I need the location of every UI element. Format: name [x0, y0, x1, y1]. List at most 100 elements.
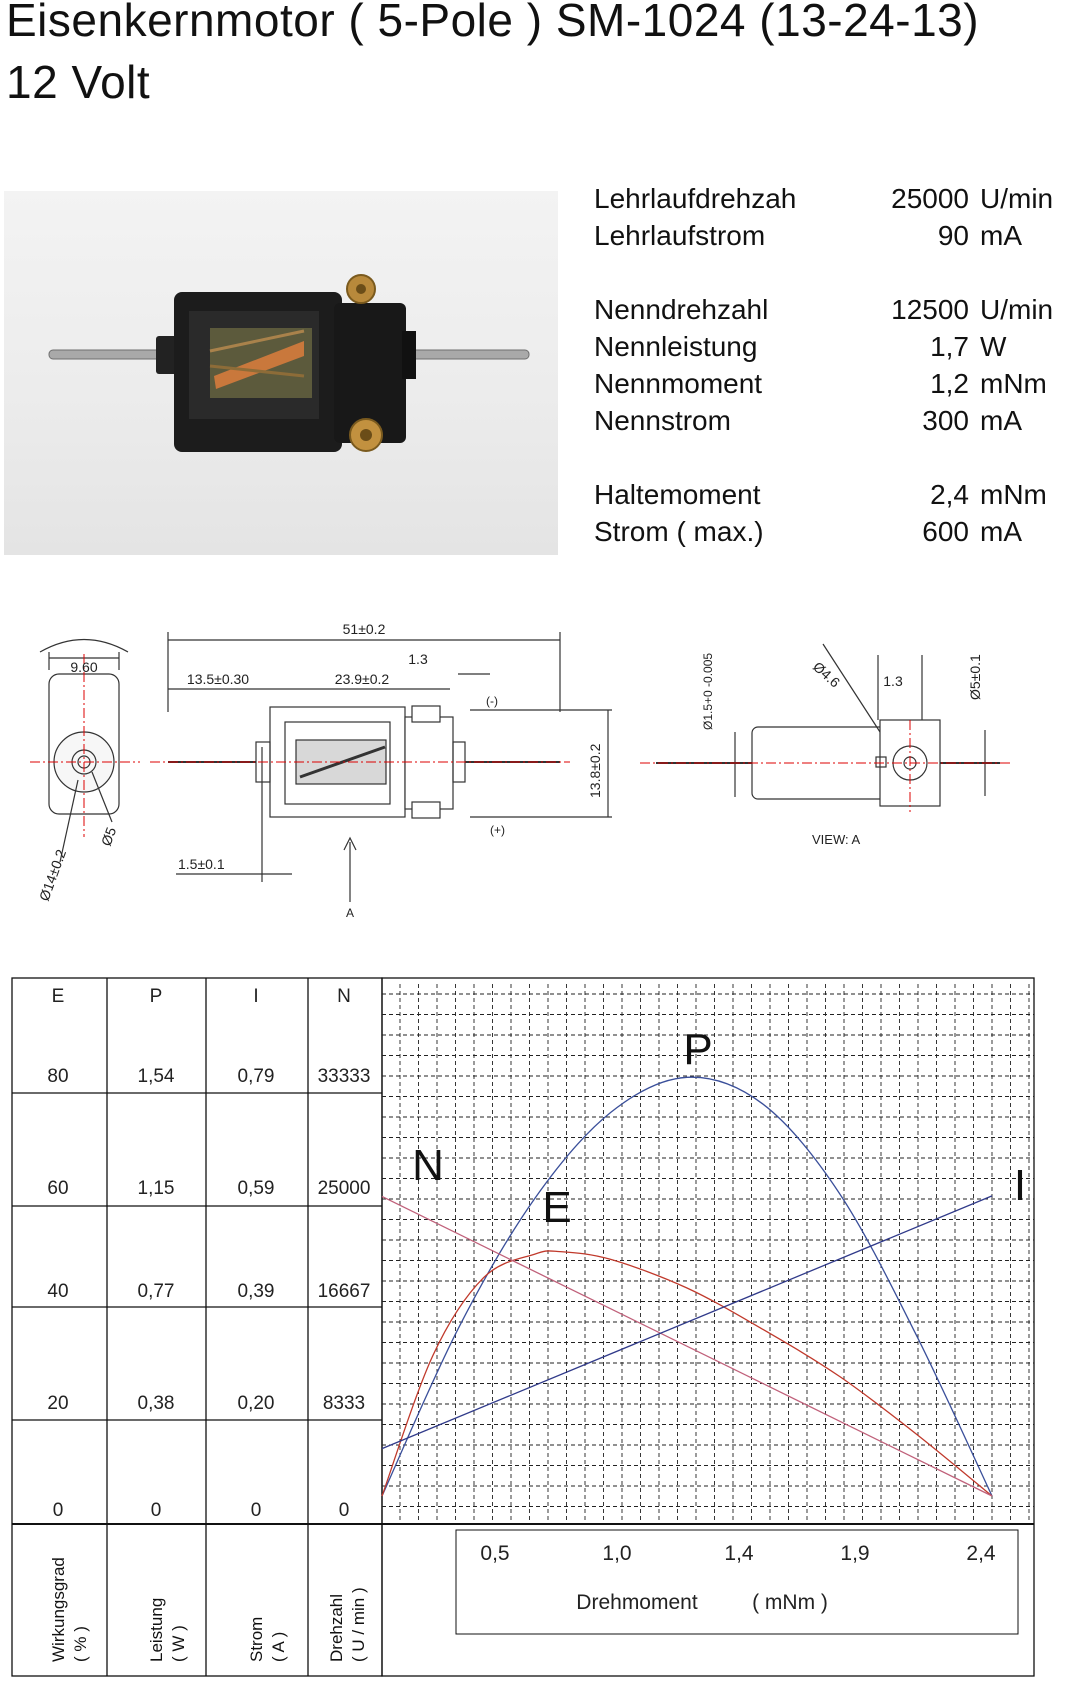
spec-unit: mNm	[980, 368, 1047, 399]
spec-row: Strom ( max.) 600 mA	[594, 516, 1074, 552]
dim-side-step: 1.3	[883, 673, 903, 689]
x-tick-label: 1,4	[724, 1542, 754, 1565]
table-cell: 0	[53, 1500, 64, 1521]
series-label-e: E	[542, 1183, 571, 1232]
spec-label: Haltemoment	[594, 479, 761, 510]
table-cell: 0	[251, 1500, 262, 1521]
footer-power-unit: ( W )	[169, 1625, 188, 1662]
table-cell: 0,20	[238, 1393, 275, 1414]
series-e-line	[381, 1250, 993, 1497]
spec-unit: U/min	[980, 294, 1054, 325]
dim-side-bearing-dia: Ø5±0.1	[967, 654, 983, 700]
table-cell: 0,77	[138, 1281, 175, 1302]
arrow-label: A	[346, 906, 354, 920]
table-cell: 60	[47, 1178, 68, 1199]
terminal-minus: (-)	[486, 694, 498, 708]
footer-speed-unit: ( U / min )	[349, 1587, 368, 1662]
spec-row: Nennstrom 300 mA	[594, 405, 1074, 441]
table-cell: 40	[47, 1281, 68, 1302]
table-cell: 25000	[318, 1178, 371, 1199]
series-i-line	[381, 1195, 993, 1450]
col-header-p: P	[150, 986, 163, 1007]
dim-side-gear-dia: Ø4.6	[810, 658, 843, 690]
table-cell: 0,39	[238, 1281, 275, 1302]
table-cell: 1,15	[138, 1178, 175, 1199]
table-cell: 0	[151, 1500, 162, 1521]
spec-label: Strom ( max.)	[594, 516, 764, 547]
spec-label: Nennstrom	[594, 405, 731, 436]
characteristic-chart: E P I N 80 1,54 0,79 33333 60 1,15 0,59 25000 40…	[0, 972, 1075, 1682]
spec-unit: mNm	[980, 479, 1047, 510]
spec-unit: mA	[980, 405, 1022, 436]
view-label: VIEW: A	[812, 832, 860, 847]
spec-row: Lehrlaufdrehzah 25000 U/min	[594, 183, 1074, 219]
footer-current-label: Strom	[247, 1617, 266, 1662]
spec-unit: mA	[980, 516, 1022, 547]
spec-value: 90	[937, 220, 969, 251]
motor-photo	[4, 191, 558, 555]
series-label-p: P	[683, 1025, 712, 1074]
spec-label: Nennmoment	[594, 368, 763, 399]
spec-value: 300	[922, 405, 969, 436]
spec-value: 600	[922, 516, 969, 547]
x-axis-unit: ( mNm )	[752, 1591, 828, 1614]
spec-value: 1,7	[930, 331, 969, 362]
x-tick-label: 2,4	[966, 1542, 996, 1565]
table-cell: 80	[47, 1066, 68, 1087]
spec-unit: U/min	[980, 183, 1054, 214]
col-header-n: N	[337, 986, 351, 1007]
footer-power-label: Leistung	[147, 1598, 166, 1662]
col-header-i: I	[253, 986, 258, 1007]
voltage-title: 12 Volt	[6, 56, 151, 108]
dim-height: 13.8±0.2	[587, 743, 603, 798]
col-header-e: E	[52, 986, 65, 1007]
page-title: Eisenkernmotor ( 5-Pole ) SM-1024 (13-24…	[6, 0, 980, 46]
dim-side-shaft-dia: Ø1.5+0 -0.005	[701, 653, 715, 730]
series-label-n: N	[412, 1141, 444, 1190]
dim-front-inner-dia: Ø5	[98, 825, 119, 848]
spec-label: Lehrlaufstrom	[594, 220, 766, 251]
footer-speed: Drehzahl ( U / min )	[327, 1587, 368, 1662]
table-cell: 0,79	[238, 1066, 275, 1087]
spec-unit: W	[980, 331, 1007, 362]
spec-label: Nenndrehzahl	[594, 294, 769, 325]
spec-unit: mA	[980, 220, 1022, 251]
spec-value: 2,4	[930, 479, 969, 510]
spec-row: Nennmoment 1,2 mNm	[594, 368, 1074, 404]
table-cell: 0,59	[238, 1178, 275, 1199]
table-cell: 16667	[318, 1281, 371, 1302]
table-cell: 1,54	[138, 1066, 175, 1087]
footer-efficiency: Wirkungsgrad ( % )	[49, 1557, 90, 1662]
spec-label: Nennleistung	[594, 331, 758, 362]
footer-efficiency-unit: ( % )	[71, 1626, 90, 1662]
x-tick-label: 0,5	[480, 1542, 509, 1565]
table-cell: 0	[339, 1500, 350, 1521]
chart-svg: E P I N 80 1,54 0,79 33333 60 1,15 0,59 25000 40…	[11, 977, 1035, 1677]
chart-grid	[382, 984, 1034, 1520]
series-n-line	[381, 1195, 993, 1497]
terminal-plus: (+)	[490, 823, 505, 837]
spec-row: Nenndrehzahl 12500 U/min	[594, 294, 1074, 330]
footer-current: Strom ( A )	[247, 1617, 288, 1662]
footer-power: Leistung ( W )	[147, 1598, 188, 1662]
technical-drawing: 9.60 Ø14±0.2 Ø5 51±0.2 13.5±0.30 23.9±0.…	[0, 612, 1075, 932]
footer-speed-label: Drehzahl	[327, 1594, 346, 1662]
footer-current-unit: ( A )	[269, 1632, 288, 1662]
spec-value: 12500	[891, 294, 969, 325]
footer-efficiency-label: Wirkungsgrad	[49, 1557, 68, 1662]
spec-value: 25000	[891, 183, 969, 214]
table-cell: 0,38	[138, 1393, 175, 1414]
table-cell: 20	[47, 1393, 68, 1414]
spec-row: Lehrlaufstrom 90 mA	[594, 220, 1074, 256]
x-tick-label: 1,9	[840, 1542, 869, 1565]
series-p-line	[381, 1076, 993, 1497]
x-axis-label: Drehmoment	[576, 1591, 698, 1614]
dim-front-width: 9.60	[70, 659, 97, 675]
table-cell: 33333	[318, 1066, 371, 1087]
series-label-i: I	[1014, 1161, 1026, 1210]
spec-label: Lehrlaufdrehzah	[594, 183, 797, 214]
spec-row: Nennleistung 1,7 W	[594, 331, 1074, 367]
spec-value: 1,2	[930, 368, 969, 399]
x-tick-label: 1,0	[602, 1542, 631, 1565]
dim-front-outer-dia: Ø14±0.2	[36, 847, 69, 903]
